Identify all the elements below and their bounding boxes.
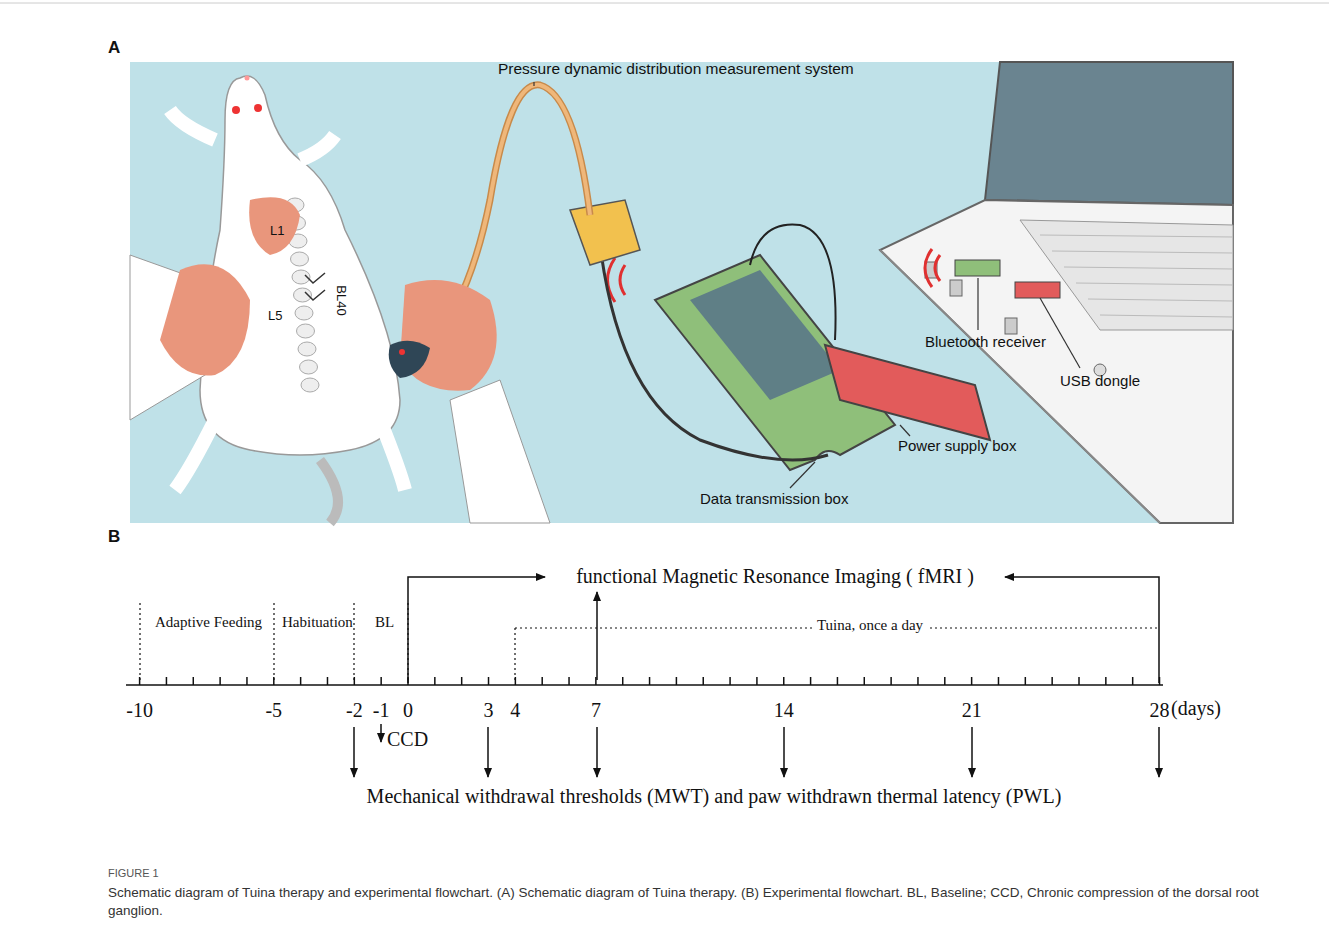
label: Habituation xyxy=(282,614,353,631)
usb-dongle xyxy=(1015,282,1060,298)
label: (days) xyxy=(1171,697,1221,720)
label: 4 xyxy=(510,699,520,722)
label: functional Magnetic Resonance Imaging ( … xyxy=(576,565,974,588)
wire xyxy=(750,225,836,341)
label: 3 xyxy=(484,699,494,722)
figure-title: FIGURE 1 xyxy=(108,866,159,881)
label: USB dongle xyxy=(1060,372,1140,389)
label: Mechanical withdrawal thresholds (MWT) a… xyxy=(367,785,1062,808)
label: A xyxy=(108,38,120,58)
label: 21 xyxy=(962,699,982,722)
label: Adaptive Feeding xyxy=(155,614,262,631)
label: Pressure dynamic distribution measuremen… xyxy=(498,60,854,78)
label: -2 xyxy=(346,699,363,722)
label: 7 xyxy=(591,699,601,722)
label: -1 xyxy=(373,699,390,722)
wireless-signal xyxy=(925,249,940,287)
laptop xyxy=(880,62,1233,523)
label: Bluetooth receiver xyxy=(925,333,1046,350)
label: CCD xyxy=(387,728,428,751)
label: Data transmission box xyxy=(700,490,848,507)
figure-caption: Schematic diagram of Tuina therapy and e… xyxy=(108,884,1268,920)
label: BL40 xyxy=(333,285,348,315)
panel-background xyxy=(130,62,1233,523)
vertebra-marks xyxy=(305,273,325,300)
label: Power supply box xyxy=(898,437,1016,454)
label: Tuina, once a day xyxy=(813,617,927,634)
label: B xyxy=(108,527,120,547)
bluetooth-receiver xyxy=(955,260,1000,276)
power-supply-box xyxy=(825,345,990,440)
label: -5 xyxy=(265,699,282,722)
label: 14 xyxy=(774,699,794,722)
label: 0 xyxy=(403,699,413,722)
label: L1 xyxy=(270,224,284,239)
timeline xyxy=(126,577,1163,777)
label: BL xyxy=(375,614,394,631)
operator-hands xyxy=(130,197,550,523)
signal-cable xyxy=(600,245,828,460)
label: 28 xyxy=(1150,699,1170,722)
label: L5 xyxy=(268,309,282,324)
sensor-connector xyxy=(570,200,640,265)
label: -10 xyxy=(126,699,153,722)
leader-line xyxy=(534,82,1080,488)
